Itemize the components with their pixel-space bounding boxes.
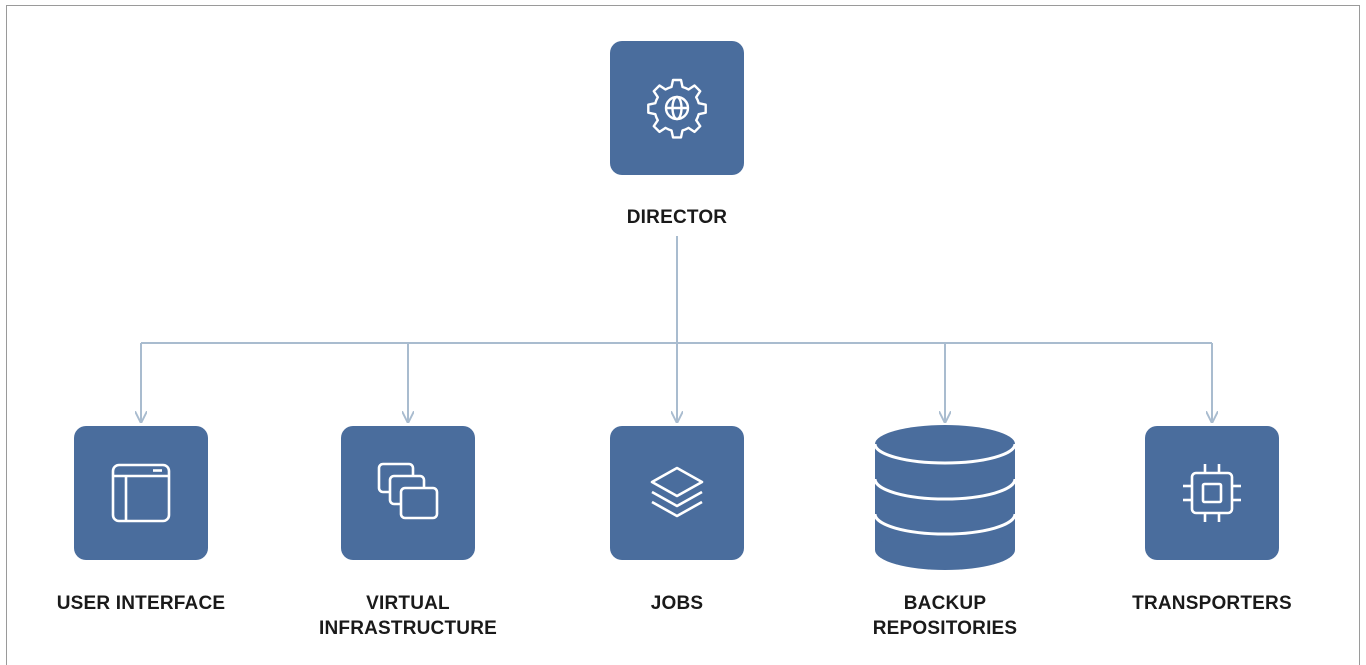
layers-icon [650, 466, 704, 518]
backup-repositories-label-line-2: REPOSITORIES [872, 618, 1018, 639]
database-icon [874, 425, 1016, 570]
transporters-label-line-1: TRANSPORTERS [1132, 593, 1292, 614]
jobs-node [610, 426, 744, 560]
virtual-infrastructure-label-line-2: INFRASTRUCTURE [318, 618, 497, 639]
backup-repositories-label-line-1: BACKUP [903, 593, 987, 614]
jobs-label: JOBS [557, 591, 797, 616]
user-interface-label-line-1: USER INTERFACE [56, 593, 226, 614]
transporters-node [1145, 426, 1279, 560]
backup-repositories-label: BACKUP REPOSITORIES [825, 591, 1065, 641]
virtual-infrastructure-label: VIRTUAL INFRASTRUCTURE [288, 591, 528, 641]
user-interface-node [74, 426, 208, 560]
director-label: DIRECTOR [626, 207, 728, 228]
chip-icon [1183, 464, 1241, 522]
browser-window-icon [111, 463, 171, 523]
jobs-label-line-1: JOBS [650, 593, 704, 614]
diagram-frame [6, 5, 1360, 665]
stacked-windows-icon [377, 462, 439, 520]
user-interface-label: USER INTERFACE [21, 591, 261, 616]
virtual-infrastructure-label-line-1: VIRTUAL [366, 593, 450, 614]
director-node [610, 41, 744, 175]
transporters-label: TRANSPORTERS [1092, 591, 1332, 616]
gear-globe-icon [647, 78, 707, 139]
virtual-infrastructure-node [341, 426, 475, 560]
